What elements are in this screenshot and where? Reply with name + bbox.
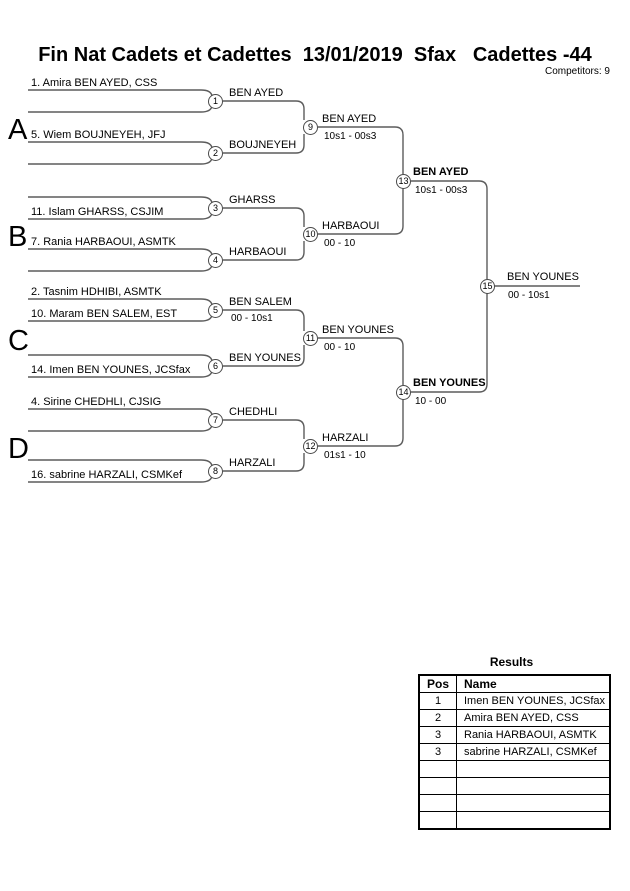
competitors-count: Competitors: 9 <box>544 66 610 77</box>
result-row <box>418 811 611 830</box>
page-title: Fin Nat Cadets et Cadettes 13/01/2019 Sf… <box>38 44 592 66</box>
result-row <box>418 760 611 778</box>
entrant-name: 14. Imen BEN YOUNES, JCSfax <box>31 364 191 376</box>
match-winner-name: BEN YOUNES <box>507 271 579 283</box>
bracket-lines <box>28 89 580 483</box>
match-number-circle: 8 <box>208 464 223 479</box>
match-score: 00 - 10s1 <box>231 313 273 324</box>
result-pos <box>418 777 457 795</box>
match-winner-name: BEN YOUNES <box>413 377 486 389</box>
entrant-name: 11. Islam GHARSS, CSJIM <box>31 206 164 218</box>
match-winner-name: BEN YOUNES <box>229 352 301 364</box>
match-number-circle: 5 <box>208 303 223 318</box>
result-name: Rania HARBAOUI, ASMTK <box>456 726 611 744</box>
result-name: sabrine HARZALI, CSMKef <box>456 743 611 761</box>
result-pos <box>418 811 457 830</box>
result-row <box>418 794 611 812</box>
match-score: 00 - 10s1 <box>508 290 550 301</box>
result-row <box>418 777 611 795</box>
match-number-circle: 3 <box>208 201 223 216</box>
result-name <box>456 777 611 795</box>
group-label-c: C <box>8 325 29 357</box>
entrant-name: 16. sabrine HARZALI, CSMKef <box>31 469 183 481</box>
match-number-circle: 10 <box>303 227 318 242</box>
entrant-name: 7. Rania HARBAOUI, ASMTK <box>31 236 176 248</box>
results-col-pos: Pos <box>418 674 457 693</box>
match-winner-name: HARBAOUI <box>322 220 380 232</box>
result-name: Imen BEN YOUNES, JCSfax <box>456 692 611 710</box>
result-row: 2 Amira BEN AYED, CSS <box>418 709 611 727</box>
group-label-a: A <box>8 114 28 146</box>
results-table: Pos Name 1 Imen BEN YOUNES, JCSfax 2 Ami… <box>418 674 611 830</box>
match-number-circle: 12 <box>303 439 318 454</box>
match-winner-name: HARZALI <box>229 457 276 469</box>
result-name <box>456 811 611 830</box>
group-label-b: B <box>8 221 28 253</box>
match-winner-name: BEN AYED <box>413 166 469 178</box>
match-number-circle: 9 <box>303 120 318 135</box>
match-winner-name: GHARSS <box>229 194 276 206</box>
match-winner-name: CHEDHLI <box>229 406 278 418</box>
entrant-name: 4. Sirine CHEDHLI, CJSIG <box>31 396 162 408</box>
match-winner-name: HARBAOUI <box>229 246 287 258</box>
match-winner-name: HARZALI <box>322 432 369 444</box>
match-winner-name: BEN YOUNES <box>322 324 394 336</box>
match-number-circle: 11 <box>303 331 318 346</box>
match-number-circle: 15 <box>480 279 495 294</box>
result-pos: 3 <box>418 726 457 744</box>
match-number-circle: 6 <box>208 359 223 374</box>
result-name: Amira BEN AYED, CSS <box>456 709 611 727</box>
match-winner-name: BOUJNEYEH <box>229 139 297 151</box>
entrant-name: 10. Maram BEN SALEM, EST <box>31 308 178 320</box>
result-pos: 1 <box>418 692 457 710</box>
group-label-d: D <box>8 433 29 465</box>
entrant-name: 2. Tasnim HDHIBI, ASMTK <box>31 286 162 298</box>
results-header-row: Pos Name <box>418 674 611 693</box>
match-score: 10s1 - 00s3 <box>324 131 377 142</box>
match-winner-name: BEN SALEM <box>229 296 292 308</box>
result-pos <box>418 794 457 812</box>
result-name <box>456 760 611 778</box>
match-number-circle: 7 <box>208 413 223 428</box>
match-number-circle: 14 <box>396 385 411 400</box>
result-row: 3 Rania HARBAOUI, ASMTK <box>418 726 611 744</box>
result-pos: 2 <box>418 709 457 727</box>
result-pos: 3 <box>418 743 457 761</box>
result-row: 1 Imen BEN YOUNES, JCSfax <box>418 692 611 710</box>
results-col-name: Name <box>456 674 611 693</box>
match-winner-name: BEN AYED <box>322 113 377 125</box>
results-title: Results <box>489 655 534 669</box>
result-pos <box>418 760 457 778</box>
match-winner-name: BEN AYED <box>229 87 284 99</box>
result-name <box>456 794 611 812</box>
match-score: 10 - 00 <box>415 396 447 407</box>
match-score: 00 - 10 <box>324 238 356 249</box>
match-score: 10s1 - 00s3 <box>415 185 468 196</box>
match-number-circle: 13 <box>396 174 411 189</box>
match-score: 00 - 10 <box>324 342 356 353</box>
result-row: 3 sabrine HARZALI, CSMKef <box>418 743 611 761</box>
match-number-circle: 2 <box>208 146 223 161</box>
entrant-name: 1. Amira BEN AYED, CSS <box>31 77 158 89</box>
entrant-name: 5. Wiem BOUJNEYEH, JFJ <box>31 129 166 141</box>
match-score: 01s1 - 10 <box>324 450 366 461</box>
match-number-circle: 4 <box>208 253 223 268</box>
match-number-circle: 1 <box>208 94 223 109</box>
